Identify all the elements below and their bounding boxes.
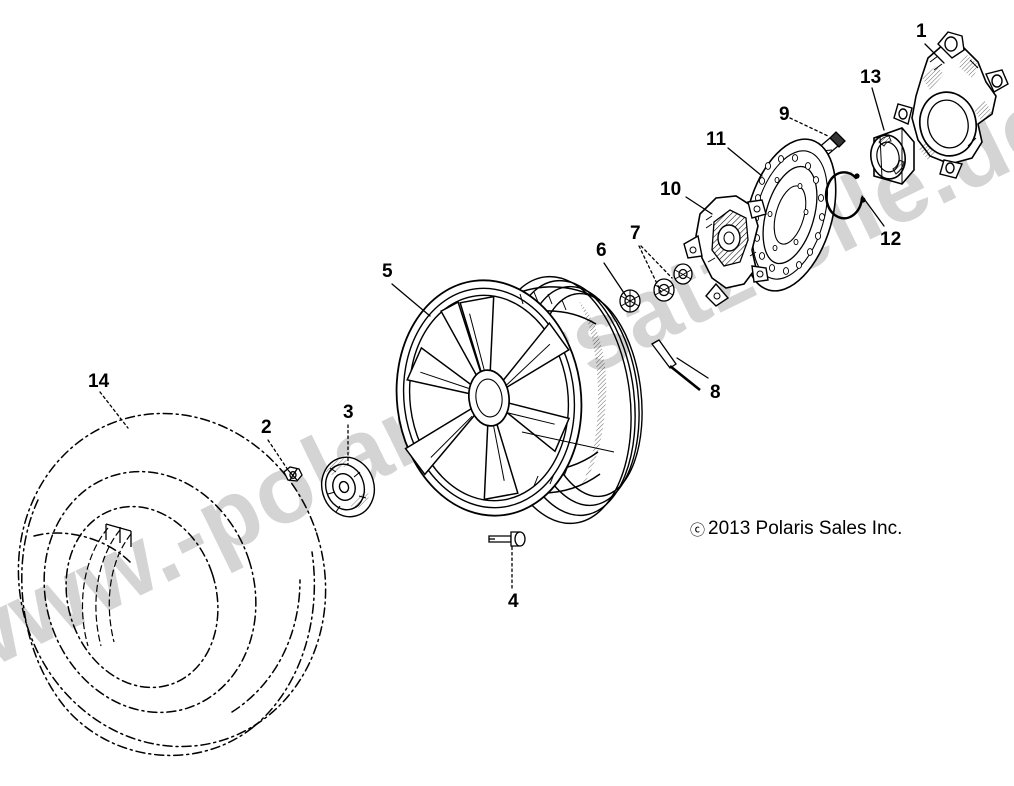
callout-number-6: 6 bbox=[596, 240, 607, 261]
callout-number-14: 14 bbox=[88, 371, 110, 392]
rim-spoke-relief bbox=[420, 313, 555, 481]
callout-number-7: 7 bbox=[630, 223, 641, 244]
leader-line-12 bbox=[861, 195, 885, 227]
callout-number-3: 3 bbox=[343, 402, 354, 423]
part-lug-nut-6 bbox=[619, 289, 641, 313]
leader-line-10 bbox=[685, 196, 713, 215]
callout-number-2: 2 bbox=[261, 417, 272, 438]
leader-line-7b bbox=[640, 245, 673, 279]
rim-barrel-hatch bbox=[578, 300, 607, 492]
leader-line-11 bbox=[727, 147, 763, 177]
callout-number-13: 13 bbox=[860, 67, 882, 88]
leader-line-8 bbox=[676, 357, 709, 379]
leader-line-14 bbox=[99, 391, 129, 429]
part-tire bbox=[17, 412, 327, 757]
callout-number-1: 1 bbox=[916, 21, 927, 42]
part-wheel-bearing bbox=[870, 127, 915, 185]
part-hub-cap bbox=[320, 456, 376, 518]
callout-leader-lines bbox=[99, 43, 945, 589]
leader-line-1 bbox=[924, 43, 945, 64]
tire-tread-ticks bbox=[105, 523, 132, 547]
copyright-notice: ⓒ 2013 Polaris Sales Inc. bbox=[690, 518, 902, 540]
copyright-text: 2013 Polaris Sales Inc. bbox=[708, 518, 903, 539]
leader-line-9 bbox=[789, 117, 829, 137]
hub-cap-shading bbox=[326, 458, 370, 510]
part-fastener-7a bbox=[653, 278, 675, 302]
callout-number-4: 4 bbox=[508, 591, 519, 612]
part-hub-carrier bbox=[893, 31, 1009, 179]
leader-line-6 bbox=[603, 262, 627, 297]
callout-number-12: 12 bbox=[880, 229, 902, 250]
part-snap-ring bbox=[824, 171, 864, 220]
part-long-bolt bbox=[651, 339, 701, 392]
leader-line-5 bbox=[391, 283, 431, 317]
copyright-symbol: ⓒ bbox=[690, 521, 706, 539]
leader-line-2 bbox=[267, 439, 289, 471]
callout-number-10: 10 bbox=[660, 179, 682, 200]
part-wheel-rim bbox=[395, 275, 643, 525]
tire-tread-grooves bbox=[81, 527, 132, 647]
callout-number-11: 11 bbox=[706, 129, 727, 150]
part-hub-assembly bbox=[683, 195, 769, 307]
callout-number-9: 9 bbox=[779, 104, 790, 125]
part-valve-cap-nut bbox=[283, 466, 303, 482]
part-fastener-7b bbox=[673, 263, 693, 285]
part-valve-stem bbox=[488, 531, 526, 547]
callout-number-8: 8 bbox=[710, 382, 721, 403]
leader-line-7 bbox=[638, 245, 662, 293]
leader-line-13 bbox=[871, 87, 885, 131]
callout-number-5: 5 bbox=[382, 261, 393, 282]
